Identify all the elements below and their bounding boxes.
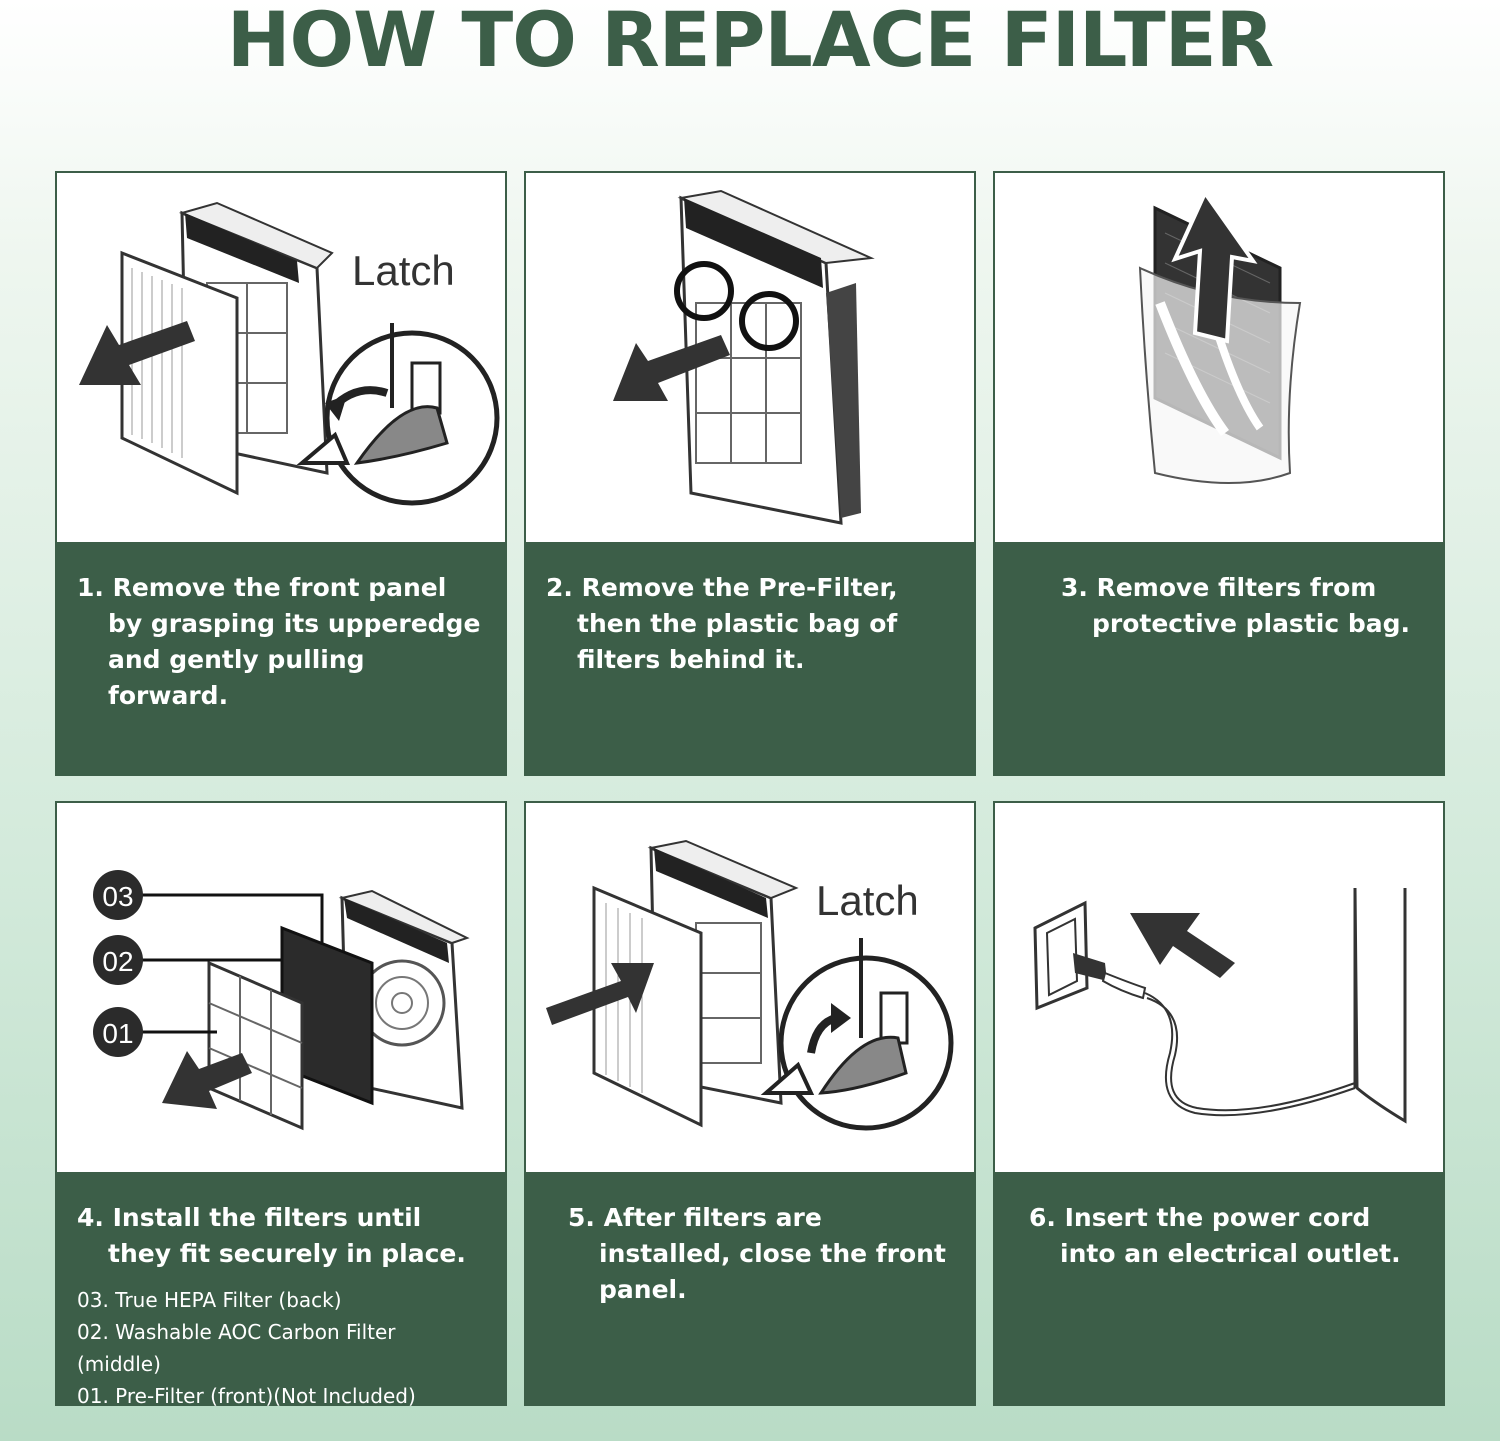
up-arrow-icon [1171,188,1258,344]
remove-front-panel-illustration: Latch [79,201,500,506]
step-6-text: 6. Insert the power cord into an electri… [1029,1203,1401,1268]
step-5-text: 5. After filters are installed, close th… [568,1203,946,1304]
step-3-caption: 3. Remove filters from protective plasti… [995,542,1443,774]
step-6-caption: 6. Insert the power cord into an electri… [995,1172,1443,1404]
pull-arrow-icon [613,335,730,401]
step-4-text: 4. Install the filters until they fit se… [77,1203,466,1268]
marker-01: 01 [102,1018,133,1049]
filter-note-02: 02. Washable AOC Carbon Filter (middle) [77,1320,396,1376]
remove-prefilter-illustration [613,189,875,525]
step-3-text: 3. Remove filters from protective plasti… [1061,573,1411,638]
close-front-panel-illustration: Latch [546,839,954,1131]
push-arrow-icon [546,963,654,1025]
filter-note-03: 03. True HEPA Filter (back) [77,1288,342,1312]
power-cord-illustration [1033,887,1407,1124]
step-4-caption: 4. Install the filters until they fit se… [57,1172,505,1408]
step-card-3: 3. Remove filters from protective plasti… [993,171,1445,776]
push-arrow-icon [162,1051,252,1109]
step-2-illustration [526,173,974,542]
step-1-text: 1. Remove the front panel by grasping it… [77,573,481,710]
marker-02: 02 [102,946,133,977]
step-card-2: 2. Remove the Pre-Filter, then the plast… [524,171,976,776]
filter-notes: 03. True HEPA Filter (back) 02. Washable… [77,1284,485,1412]
step-5-caption: 5. After filters are installed, close th… [526,1172,974,1404]
pull-arrow-icon [79,321,195,385]
latch-label: Latch [352,247,455,294]
step-card-6: 6. Insert the power cord into an electri… [993,801,1445,1406]
page-title: HOW TO REPLACE FILTER [226,0,1274,84]
step-2-caption: 2. Remove the Pre-Filter, then the plast… [526,542,974,774]
step-1-illustration: Latch [57,173,505,542]
step-card-4: 03 02 01 4. Install the filters until th… [55,801,507,1408]
step-4-illustration: 03 02 01 [57,803,505,1172]
install-filters-illustration: 03 02 01 [93,870,470,1131]
marker-03: 03 [102,881,133,912]
step-1-caption: 1. Remove the front panel by grasping it… [57,542,505,774]
step-6-illustration [995,803,1443,1172]
step-card-1: Latch 1. Remove the front panel by grasp… [55,171,507,776]
step-card-5: Latch 5. After filters are installed, cl… [524,801,976,1406]
step-2-text: 2. Remove the Pre-Filter, then the plast… [546,573,898,674]
step-5-illustration: Latch [526,803,974,1172]
remove-bag-illustration [1138,188,1302,484]
filter-note-01: 01. Pre-Filter (front)(Not Included) [77,1384,416,1408]
insert-arrow-icon [1130,913,1235,978]
latch-label: Latch [816,877,919,924]
step-3-illustration [995,173,1443,542]
